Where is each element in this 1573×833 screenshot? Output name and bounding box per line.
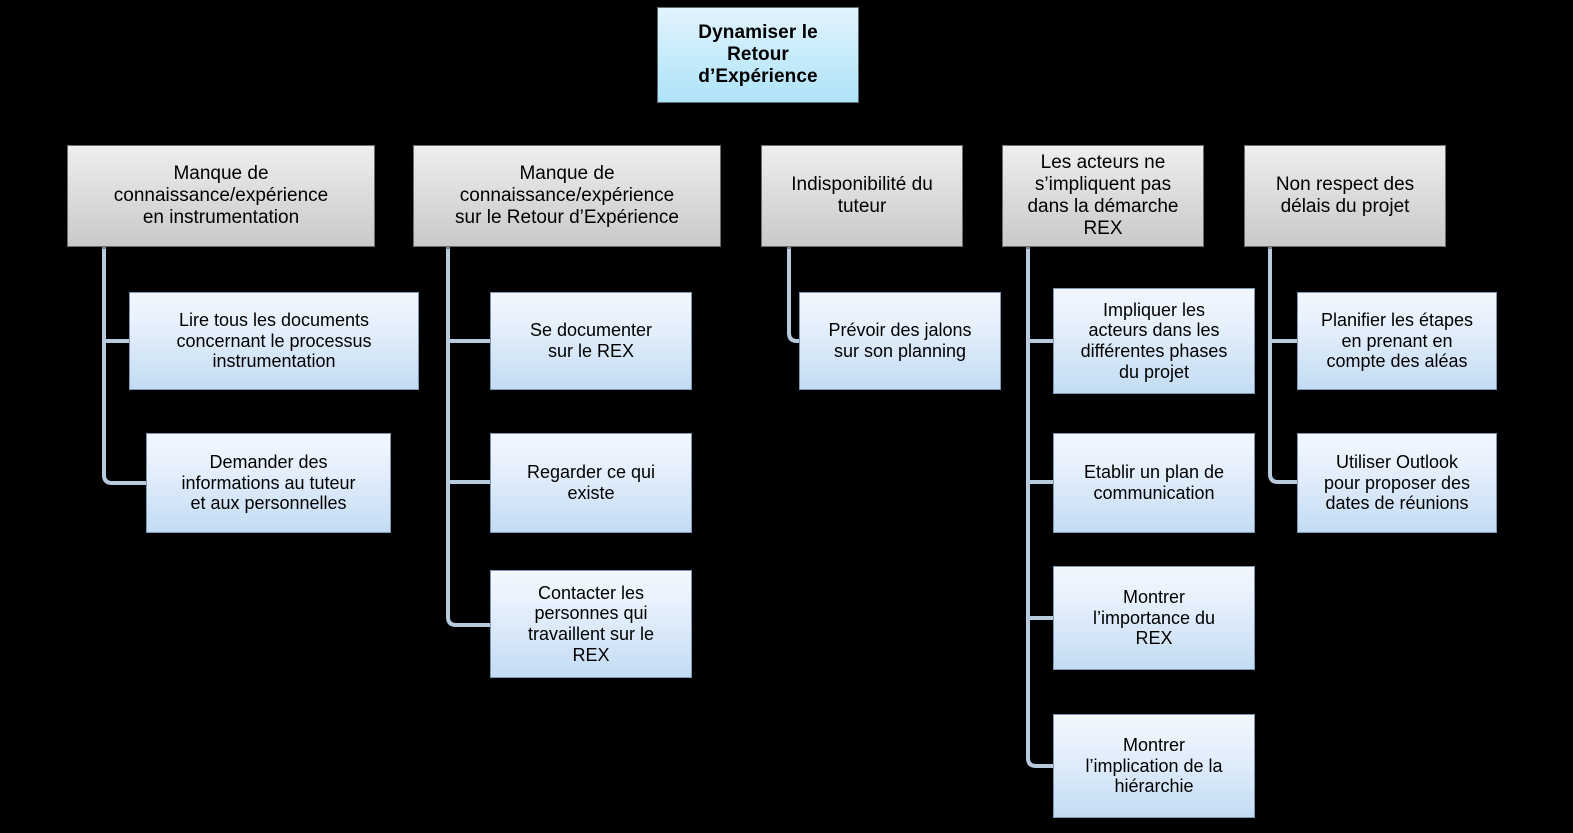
action-node-2-3-label: Contacter les personnes qui travaillent … (527, 582, 655, 665)
action-node-4-3[interactable]: Montrer l’importance du REX (1053, 566, 1255, 670)
action-node-5-2-label: Utiliser Outlook pour proposer des dates… (1323, 451, 1471, 514)
action-node-3-1[interactable]: Prévoir des jalons sur son planning (799, 292, 1001, 390)
action-node-4-2-label: Etablir un plan de communication (1083, 462, 1225, 503)
action-node-4-1-label: Impliquer les acteurs dans les différent… (1080, 299, 1228, 382)
action-node-2-2-label: Regarder ce qui existe (526, 462, 656, 503)
action-node-4-2[interactable]: Etablir un plan de communication (1053, 433, 1255, 533)
action-node-2-1-label: Se documenter sur le REX (529, 320, 653, 361)
category-node-1[interactable]: Manque de connaissance/expérience en ins… (67, 145, 375, 247)
action-node-4-1[interactable]: Impliquer les acteurs dans les différent… (1053, 288, 1255, 394)
action-node-2-1[interactable]: Se documenter sur le REX (490, 292, 692, 390)
root-node[interactable]: Dynamiser le Retour d’Expérience (657, 7, 859, 103)
action-node-4-3-label: Montrer l’importance du REX (1092, 586, 1216, 649)
category-node-3-label: Indisponibilité du tuteur (791, 174, 933, 217)
category-node-1-label: Manque de connaissance/expérience en ins… (113, 163, 329, 228)
action-node-1-2-label: Demander des informations au tuteur et a… (181, 451, 356, 514)
action-node-5-1-label: Planifier les étapes en prenant en compt… (1320, 309, 1474, 372)
action-node-5-2[interactable]: Utiliser Outlook pour proposer des dates… (1297, 433, 1497, 533)
action-node-3-1-label: Prévoir des jalons sur son planning (828, 320, 972, 361)
category-node-5-label: Non respect des délais du projet (1275, 174, 1415, 217)
action-node-4-4-label: Montrer l’implication de la hiérarchie (1085, 734, 1223, 797)
action-node-2-2[interactable]: Regarder ce qui existe (490, 433, 692, 533)
action-node-2-3[interactable]: Contacter les personnes qui travaillent … (490, 570, 692, 678)
category-node-4[interactable]: Les acteurs ne s’impliquent pas dans la … (1002, 145, 1204, 247)
action-node-5-1[interactable]: Planifier les étapes en prenant en compt… (1297, 292, 1497, 390)
category-node-4-label: Les acteurs ne s’impliquent pas dans la … (1027, 152, 1179, 239)
category-node-3[interactable]: Indisponibilité du tuteur (761, 145, 963, 247)
action-node-1-2[interactable]: Demander des informations au tuteur et a… (146, 433, 391, 533)
root-node-label: Dynamiser le Retour d’Expérience (698, 22, 818, 87)
category-node-2-label: Manque de connaissance/expérience sur le… (455, 163, 679, 228)
action-node-1-1-label: Lire tous les documents concernant le pr… (176, 309, 372, 372)
category-node-2[interactable]: Manque de connaissance/expérience sur le… (413, 145, 721, 247)
category-node-5[interactable]: Non respect des délais du projet (1244, 145, 1446, 247)
action-node-1-1[interactable]: Lire tous les documents concernant le pr… (129, 292, 419, 390)
action-node-4-4[interactable]: Montrer l’implication de la hiérarchie (1053, 714, 1255, 818)
